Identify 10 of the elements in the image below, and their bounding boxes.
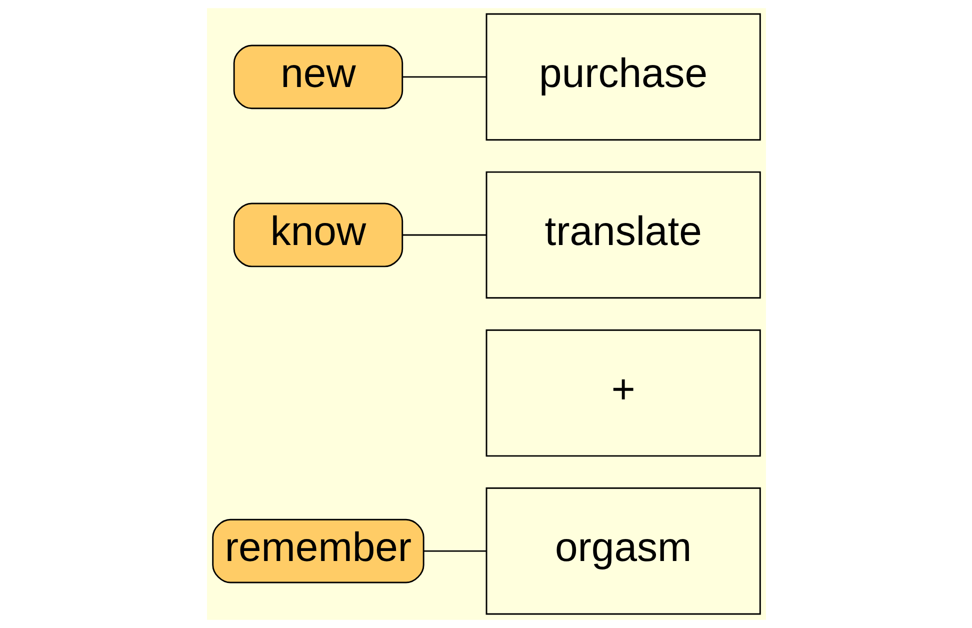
node-box: + [485, 329, 760, 457]
node-box: orgasm [485, 487, 760, 615]
connector [423, 550, 486, 552]
node-box: remember [212, 518, 424, 584]
connector [402, 76, 486, 78]
node-box: know [232, 202, 403, 268]
node-box: purchase [485, 13, 760, 141]
node-box: translate [485, 171, 760, 299]
connector [402, 234, 486, 236]
node-box: new [232, 44, 403, 110]
